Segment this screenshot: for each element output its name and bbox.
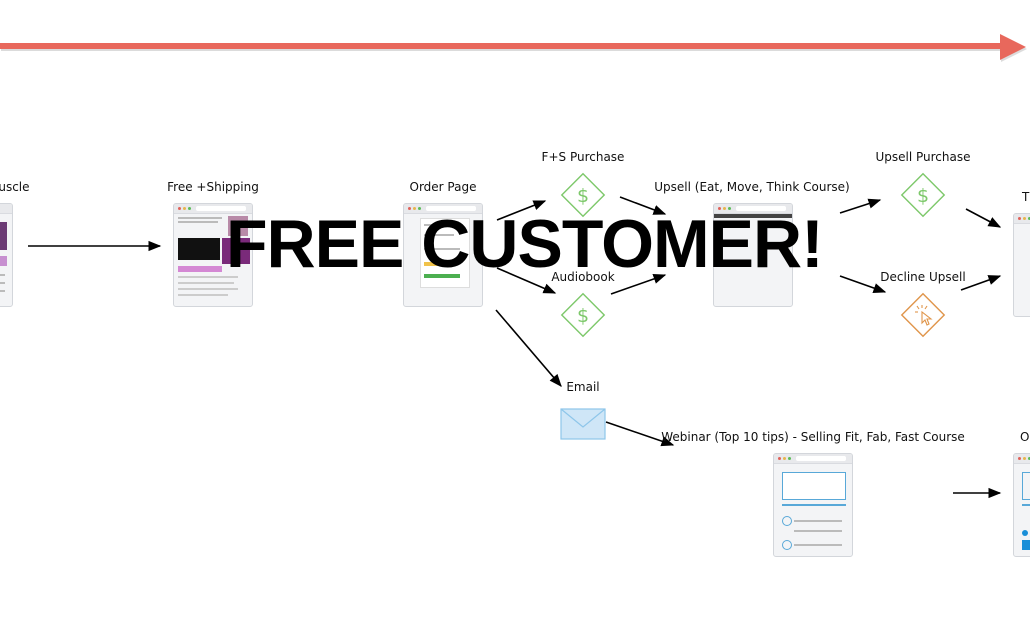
envelope-icon: [560, 408, 606, 440]
svg-text:$: $: [917, 185, 929, 207]
muscle-page-icon: [0, 203, 13, 307]
order-page-icon: [403, 203, 483, 307]
connector-arrows: [28, 196, 1002, 499]
dollar-diamond-icon: $: [560, 172, 606, 218]
label-webinar: Webinar (Top 10 tips) - Selling Fit, Fab…: [661, 430, 965, 444]
arrow-decline-to-next: [960, 275, 1002, 291]
label-edge-t: T: [1022, 190, 1030, 204]
label-order-page: Order Page: [409, 180, 477, 194]
upsell-page-icon: [713, 203, 793, 307]
arrow-fs-purchase-to-upsell: [619, 196, 667, 215]
free-shipping-page-icon: [173, 203, 253, 307]
arrow-upsell-to-upsell-purchase: [839, 198, 882, 214]
svg-text:$: $: [577, 185, 589, 207]
thank-you-page-icon: [1013, 213, 1030, 317]
arrow-email-to-webinar: [605, 421, 675, 447]
arrow-order-to-fs-purchase: [496, 200, 547, 221]
arrow-order-to-email: [495, 309, 562, 387]
cursor-click-diamond-icon: [900, 292, 946, 338]
label-audiobook: Audiobook: [551, 270, 615, 284]
label-muscle: Muscle: [0, 180, 30, 194]
label-email: Email: [566, 380, 600, 394]
label-upsell-purchase: Upsell Purchase: [875, 150, 971, 164]
webinar-page-icon: [773, 453, 853, 557]
label-free-shipping: Free +Shipping: [167, 180, 259, 194]
offer-page-icon: [1013, 453, 1030, 557]
label-fs-purchase: F+S Purchase: [541, 150, 625, 164]
timeline-arrow: [0, 34, 1027, 62]
label-decline-upsell: Decline Upsell: [880, 270, 966, 284]
dollar-diamond-icon: $: [900, 172, 946, 218]
arrow-upsell-to-decline: [839, 275, 887, 293]
arrow-audiobook-to-upsell: [610, 273, 667, 295]
label-edge-o: O: [1020, 430, 1030, 444]
headline-free-customer: FREE CUSTOMER!: [226, 206, 824, 282]
arrow-upsell-purchase-to-next: [965, 208, 1002, 228]
svg-text:$: $: [577, 305, 589, 327]
arrow-order-to-audiobook: [496, 267, 557, 294]
dollar-diamond-icon: $: [560, 292, 606, 338]
label-upsell: Upsell (Eat, Move, Think Course): [654, 180, 850, 194]
